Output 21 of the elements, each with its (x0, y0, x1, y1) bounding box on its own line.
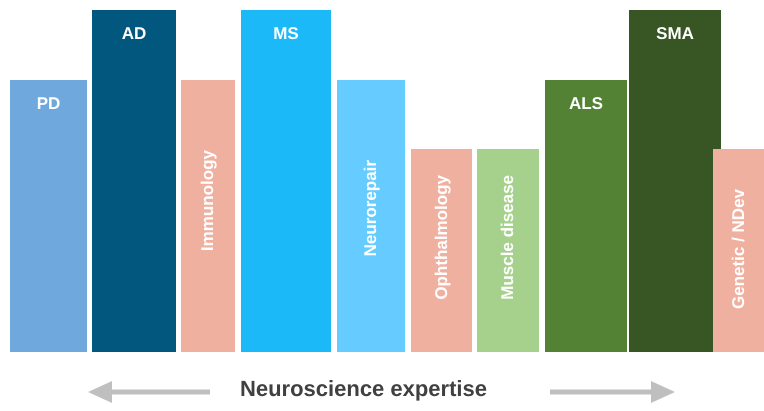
bar (545, 80, 627, 352)
bar-label: Immunology (198, 150, 218, 252)
bar (629, 10, 721, 352)
bar-label: AD (120, 24, 148, 44)
bar-label: Ophthalmology (432, 175, 452, 300)
bar (477, 149, 539, 352)
bar-label: PD (36, 94, 62, 114)
bar-label: ALS (568, 94, 604, 114)
bar-label: Genetic / NDev (728, 189, 748, 309)
bar (337, 80, 405, 352)
bar (713, 149, 764, 352)
bar (181, 80, 235, 352)
bar (92, 10, 176, 352)
bar-label: Neurorepair (361, 160, 381, 256)
bar (411, 149, 472, 352)
bar-label: Muscle disease (498, 175, 518, 300)
bar-label: SMA (655, 24, 695, 44)
bar-label: MS (272, 24, 300, 44)
axis-caption: Neuroscience expertise (240, 376, 488, 402)
bar (10, 80, 87, 352)
bar (241, 10, 331, 352)
